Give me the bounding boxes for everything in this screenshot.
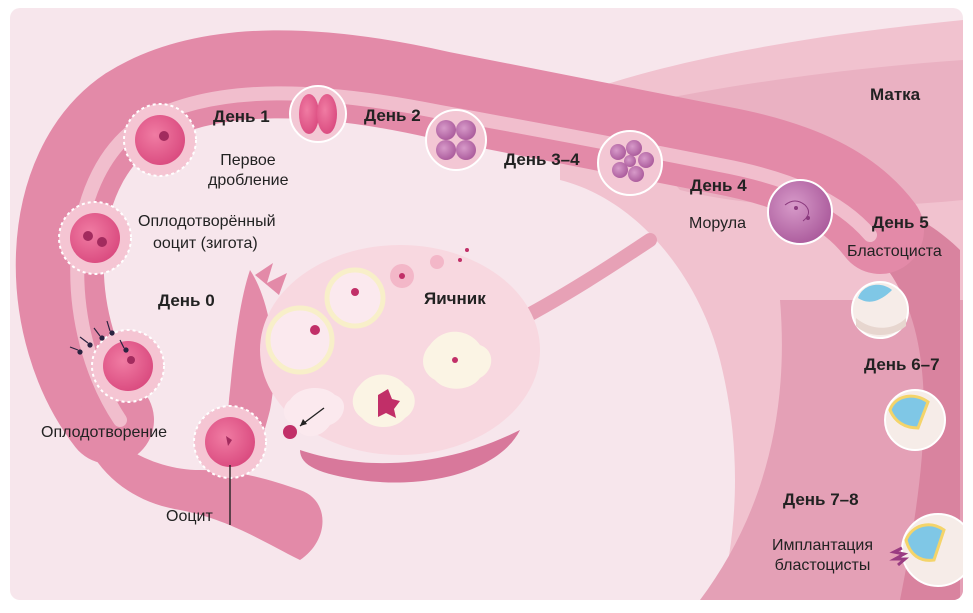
day2-label: День 2	[364, 106, 421, 125]
blastocyst-day6-7	[885, 390, 945, 450]
zygote-label-line1: Оплодотворённый	[138, 212, 276, 231]
ovulated-oocyte	[283, 425, 297, 439]
implantation-label-line1: Имплантация	[760, 536, 885, 555]
dot	[465, 248, 469, 252]
day5-label: День 5	[872, 213, 929, 232]
follicle-oocyte	[351, 288, 359, 296]
small-follicle	[430, 255, 444, 269]
day6-7-label: День 6–7	[864, 355, 940, 374]
day4-label: День 4	[690, 176, 747, 195]
corpus-luteum-dot	[452, 357, 458, 363]
day1-label: День 1	[213, 107, 270, 126]
four-cell-embryo	[426, 110, 486, 170]
uterus-label: Матка	[870, 85, 920, 104]
multi-cell-embryo	[598, 131, 662, 195]
oocyte-label: Ооцит	[166, 507, 213, 526]
small-follicle-oocyte	[399, 273, 405, 279]
blastocyst-label: Бластоциста	[847, 242, 942, 261]
follicle-oocyte	[310, 325, 320, 335]
day7-8-label: День 7–8	[783, 490, 859, 509]
zygote-cell	[59, 202, 131, 274]
dot	[458, 258, 462, 262]
day0-label: День 0	[158, 291, 215, 310]
day3-4-label: День 3–4	[504, 150, 580, 169]
morula-label: Морула	[689, 214, 746, 233]
follicle	[327, 270, 383, 326]
first-cleavage-label-line1: Первое	[208, 151, 288, 170]
early-cleavage-cell	[124, 104, 196, 176]
two-cell-embryo	[290, 86, 346, 142]
fertilization-label: Оплодотворение	[41, 423, 167, 442]
blastocyst-day5	[852, 282, 908, 338]
first-cleavage-label-line2: дробление	[208, 171, 288, 190]
implantation-label-line2: бластоцисты	[760, 556, 885, 575]
ovary-label: Яичник	[424, 289, 486, 308]
morula	[768, 180, 832, 244]
follicle	[268, 308, 332, 372]
zygote-label-line2: ооцит (зигота)	[153, 234, 258, 253]
fertilization-cell	[92, 330, 164, 402]
